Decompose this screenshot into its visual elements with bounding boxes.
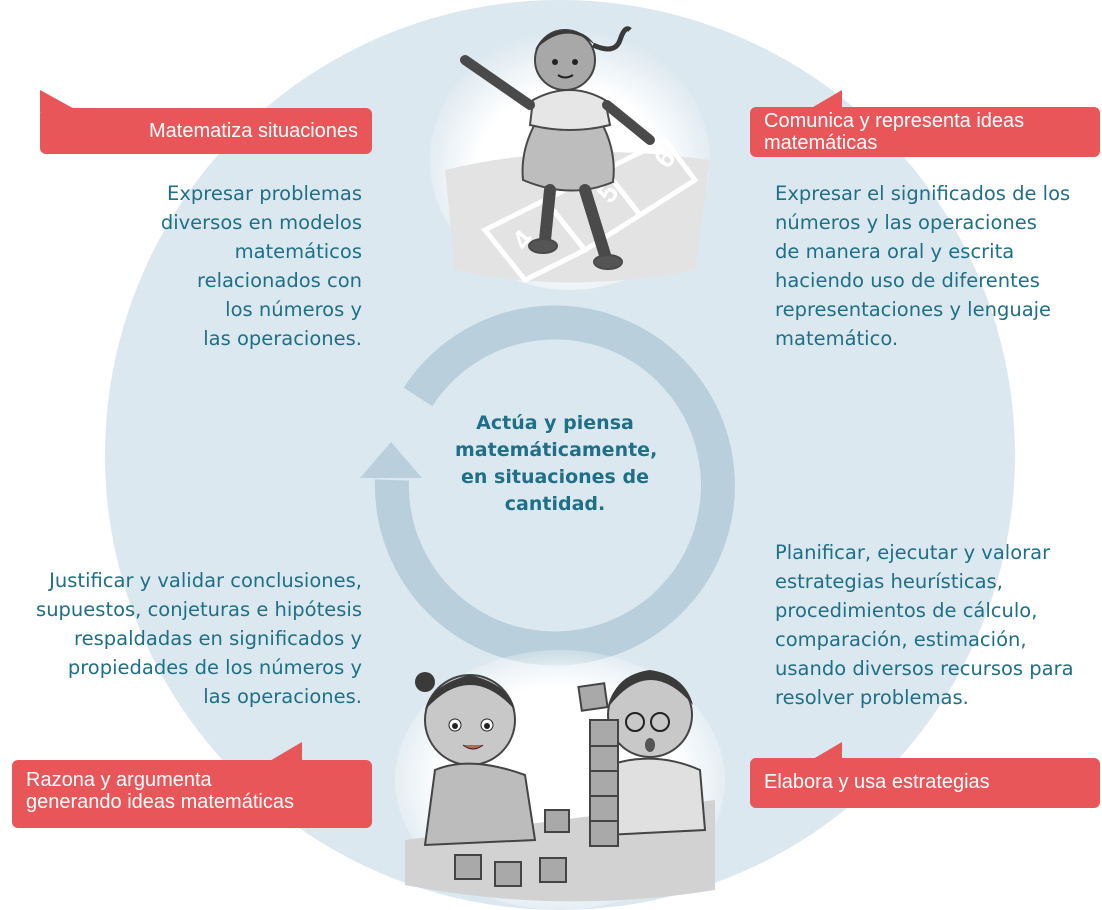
description-line: las operaciones. <box>203 327 362 350</box>
description-line: Justificar y validar conclusiones, <box>49 569 362 592</box>
description-line: matemático. <box>775 327 899 350</box>
description-line: propiedades de los números y <box>67 656 362 679</box>
label-line: Elabora y usa estrategias <box>764 771 990 793</box>
description-line: matemáticos <box>234 240 362 263</box>
description-line: diversos en modelos <box>160 211 362 234</box>
label-line: Matematiza situaciones <box>149 120 358 142</box>
description-line: las operaciones. <box>203 685 362 708</box>
cycle-arrow-head <box>360 442 422 478</box>
description-line: procedimientos de cálculo, <box>775 599 1038 622</box>
description-line: Expresar el significados de los <box>775 182 1071 205</box>
central-competency-title: Actúa y piensa matemáticamente, en situa… <box>455 410 658 518</box>
label-line: generando ideas matemáticas <box>26 791 294 813</box>
label-pointer <box>808 90 842 110</box>
description-line: resolver problemas. <box>775 686 969 709</box>
label-line: Comunica y representa ideas <box>764 110 1025 132</box>
description-matematiza: Expresar problemas diversos en modelos m… <box>110 179 362 353</box>
description-line: Planificar, ejecutar y valorar <box>775 541 1051 564</box>
description-line: haciendo uso de diferentes <box>775 269 1040 292</box>
description-line: comparación, estimación, <box>775 628 1027 651</box>
description-line: usando diversos recursos para <box>775 657 1074 680</box>
description-line: los números y <box>225 298 362 321</box>
description-comunica: Expresar el significados de los números … <box>775 179 1100 353</box>
center-line: cantidad. <box>504 493 606 515</box>
description-line: representaciones y lenguaje <box>775 298 1052 321</box>
label-pointer <box>40 90 80 112</box>
label-razona-argumenta: Razona y argumenta generando ideas matem… <box>12 760 372 828</box>
center-line: matemáticamente, <box>455 439 658 461</box>
description-elabora: Planificar, ejecutar y valorar estrategi… <box>775 538 1100 712</box>
description-line: supuestos, conjeturas e hipótesis <box>36 598 362 621</box>
description-razona: Justificar y validar conclusiones, supue… <box>4 566 362 711</box>
label-elabora-estrategias: Elabora y usa estrategias <box>750 758 1100 808</box>
center-line: Actúa y piensa <box>476 412 634 434</box>
description-line: relacionados con <box>196 269 362 292</box>
description-line: estrategias heurísticas, <box>775 570 1003 593</box>
hopscotch-girl-illustration: 4 5 6 <box>430 26 710 290</box>
label-line: Razona y argumenta <box>26 769 212 791</box>
label-comunica-representa: Comunica y representa ideas matemáticas <box>750 107 1100 157</box>
center-line: en situaciones de <box>461 466 649 488</box>
description-line: Expresar problemas <box>167 182 362 205</box>
description-line: de manera oral y escrita <box>775 240 1015 263</box>
children-blocks-illustration <box>395 650 725 910</box>
label-matematiza-situaciones: Matematiza situaciones <box>40 108 372 154</box>
description-line: números y las operaciones <box>775 211 1037 234</box>
label-pointer <box>808 742 842 762</box>
cycle-arrow-ring <box>374 305 735 666</box>
label-pointer <box>268 742 302 762</box>
label-line: matemáticas <box>764 132 878 154</box>
description-line: respaldadas en significados y <box>74 627 362 650</box>
